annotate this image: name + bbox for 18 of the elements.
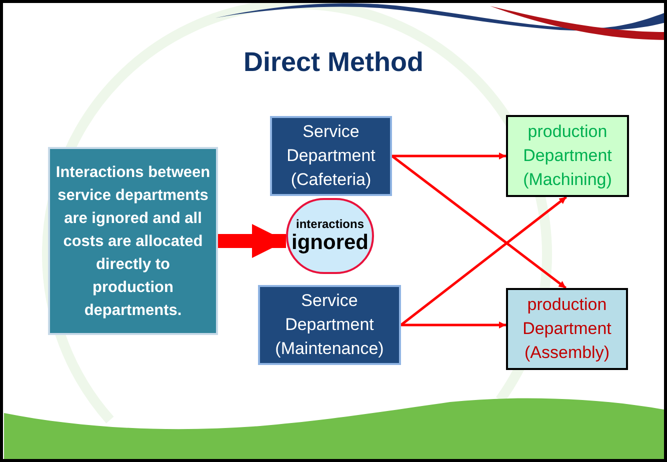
node-label: Service Department (Cafeteria) <box>286 121 376 191</box>
arrow <box>401 322 506 328</box>
node-label: production Department (Machining) <box>522 121 613 191</box>
node-label: ignored <box>292 231 368 255</box>
arrow <box>400 196 568 326</box>
process-box <box>506 288 628 370</box>
arrow <box>218 224 286 258</box>
arrow <box>392 152 506 160</box>
process-box <box>258 285 401 365</box>
process-box <box>270 116 392 196</box>
arrow <box>391 155 567 289</box>
title: Direct Method <box>242 46 424 79</box>
node-label: interactions <box>296 217 364 231</box>
node-label: Interactions between service departments are ignored and all costs are allocated directly to production departments. <box>54 162 212 320</box>
process-box <box>506 115 629 197</box>
node-label: production Department (Assembly) <box>522 294 612 364</box>
node-label: Service Department (Maintenance) <box>274 290 385 360</box>
note-box <box>48 147 218 335</box>
